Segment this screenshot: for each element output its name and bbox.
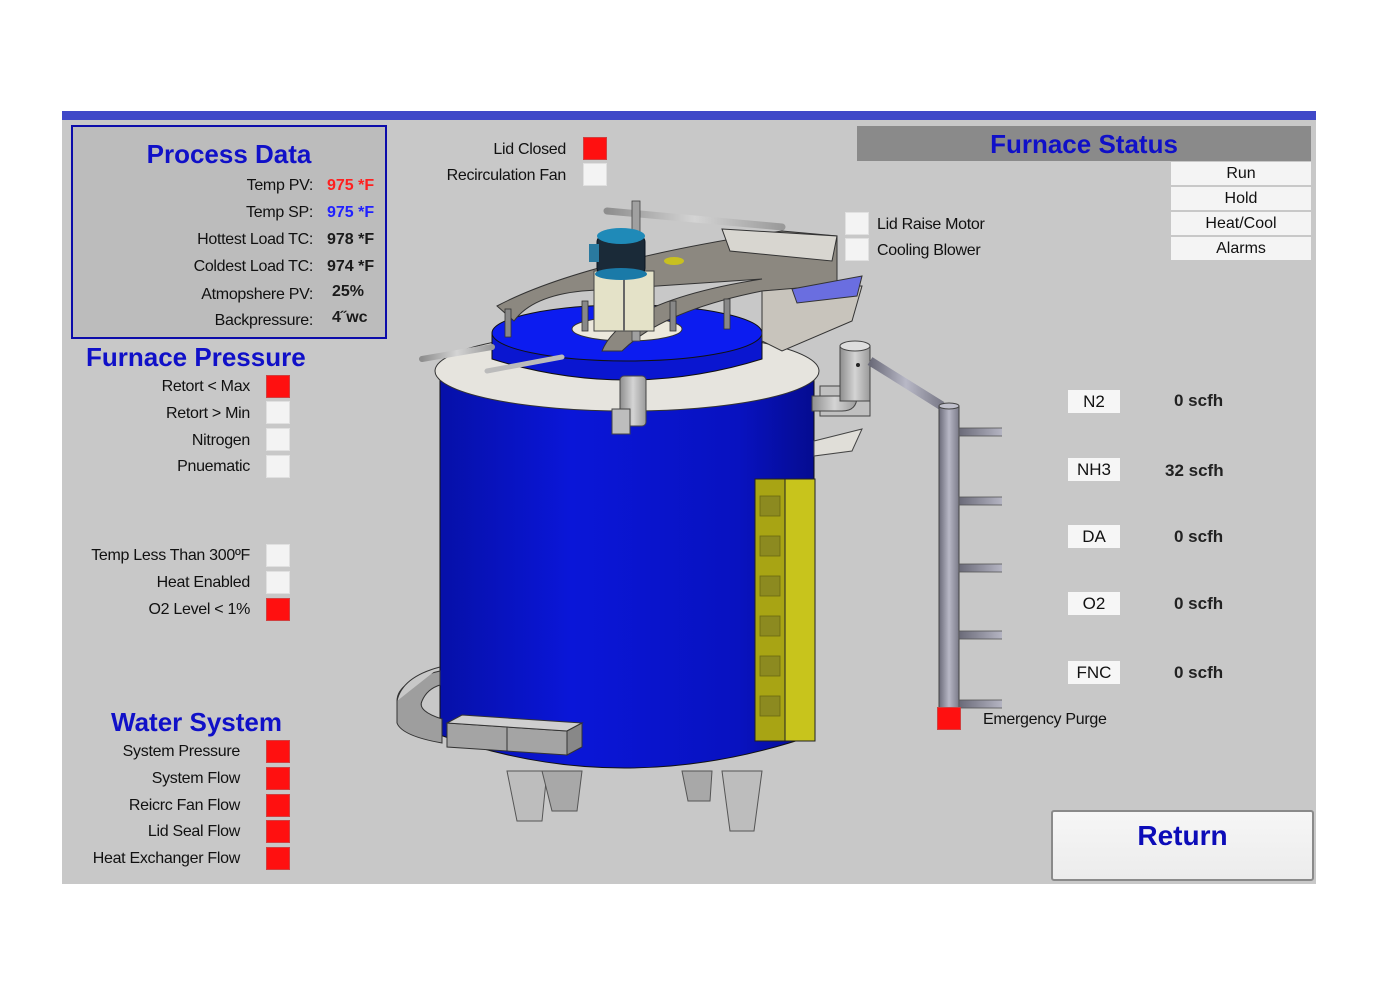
temp-less-300-indicator	[266, 544, 290, 567]
gas-line-o2	[958, 630, 1002, 640]
coldest-load-tc-value: 974 *F	[327, 258, 375, 275]
temp-less-300-label: Temp Less Than 300ºF	[91, 547, 250, 564]
backpressure-value: 4˝wc	[332, 309, 368, 326]
system-pressure-indicator	[266, 740, 290, 763]
gas-flow-da: 0 scfh	[1174, 527, 1224, 546]
status-alarms-button[interactable]: Alarms	[1171, 237, 1311, 260]
lid-closed-indicator	[583, 137, 607, 160]
emergency-purge-indicator	[937, 707, 961, 730]
heat-enabled-label: Heat Enabled	[156, 574, 251, 591]
cooling-blower-indicator	[845, 238, 869, 261]
furnace-illustration	[396, 200, 1002, 832]
temp-sp-label: Temp SP:	[246, 204, 313, 221]
nitrogen-label: Nitrogen	[191, 432, 250, 449]
lid-raise-motor-label: Lid Raise Motor	[877, 216, 985, 233]
furnace-status-title: Furnace Status	[990, 129, 1178, 159]
status-hold-button[interactable]: Hold	[1171, 187, 1311, 210]
temp-sp-value[interactable]: 975 *F	[327, 204, 375, 221]
lid-seal-flow-indicator	[266, 820, 290, 843]
recirc-fan-flow-indicator	[266, 794, 290, 817]
recirculation-fan-indicator	[583, 163, 607, 186]
process-data-panel: Process Data Temp PV: 975 *F Temp SP: 97…	[71, 125, 387, 339]
status-run-button[interactable]: Run	[1171, 162, 1311, 185]
gas-label-nh3: NH3	[1068, 458, 1120, 481]
gas-flow-nh3: 32 scfh	[1165, 461, 1224, 480]
lid-raise-motor-indicator	[845, 212, 869, 235]
system-flow-label: System Flow	[151, 770, 241, 787]
lid-closed-label: Lid Closed	[493, 141, 566, 158]
gas-flow-fnc: 0 scfh	[1174, 663, 1224, 682]
retort-max-indicator	[266, 375, 290, 398]
coldest-load-tc-label: Coldest Load TC:	[193, 258, 314, 275]
gas-label-o2: O2	[1068, 592, 1120, 615]
gas-flow-n2: 0 scfh	[1174, 391, 1224, 410]
process-data-title: Process Data	[146, 139, 312, 169]
hmi-panel: Process Data Temp PV: 975 *F Temp SP: 97…	[62, 111, 1316, 884]
lid-seal-flow-label: Lid Seal Flow	[147, 823, 240, 840]
water-system-title: Water System	[111, 707, 282, 737]
gas-line-da	[958, 563, 1002, 573]
system-pressure-label: System Pressure	[122, 743, 241, 760]
gas-label-da: DA	[1068, 525, 1120, 548]
heat-exchanger-flow-label: Heat Exchanger Flow	[92, 850, 241, 867]
furnace-status-header: Furnace Status	[857, 126, 1311, 161]
temp-pv-value: 975 *F	[327, 177, 375, 194]
gas-flow-o2: 0 scfh	[1174, 594, 1224, 613]
hottest-load-tc-label: Hottest Load TC:	[197, 231, 313, 248]
o2-level-label: O2 Level < 1%	[148, 601, 251, 618]
furnace-pressure-title: Furnace Pressure	[86, 342, 306, 372]
return-button[interactable]: Return	[1051, 810, 1314, 881]
status-heat-cool-button[interactable]: Heat/Cool	[1171, 212, 1311, 235]
gas-line-nh3	[958, 496, 1002, 506]
emergency-purge-label: Emergency Purge	[983, 711, 1107, 728]
heat-enabled-indicator	[266, 571, 290, 594]
gas-label-n2: N2	[1068, 390, 1120, 413]
retort-min-indicator	[266, 401, 290, 424]
system-flow-indicator	[266, 767, 290, 790]
atmosphere-pv-label: Atmopshere PV:	[201, 286, 313, 303]
retort-max-label: Retort < Max	[161, 378, 251, 395]
pneumatic-label: Pnuematic	[177, 458, 250, 475]
gas-line-fnc	[958, 699, 1002, 709]
atmosphere-pv-value: 25%	[332, 283, 365, 300]
retort-min-label: Retort > Min	[166, 405, 250, 422]
top-accent-bar	[62, 111, 1316, 120]
pneumatic-indicator	[266, 455, 290, 478]
hottest-load-tc-value: 978 *F	[327, 231, 375, 248]
backpressure-label: Backpressure:	[214, 312, 314, 329]
o2-level-indicator	[266, 598, 290, 621]
recirc-fan-flow-label: Reicrc Fan Flow	[128, 797, 240, 814]
gas-label-fnc: FNC	[1068, 661, 1120, 684]
recirculation-fan-label: Recirculation Fan	[446, 167, 567, 184]
temp-pv-label: Temp PV:	[246, 177, 314, 194]
nitrogen-indicator	[266, 428, 290, 451]
gas-line-n2	[958, 427, 1002, 437]
heat-exchanger-flow-indicator	[266, 847, 290, 870]
cooling-blower-label: Cooling Blower	[877, 242, 981, 259]
